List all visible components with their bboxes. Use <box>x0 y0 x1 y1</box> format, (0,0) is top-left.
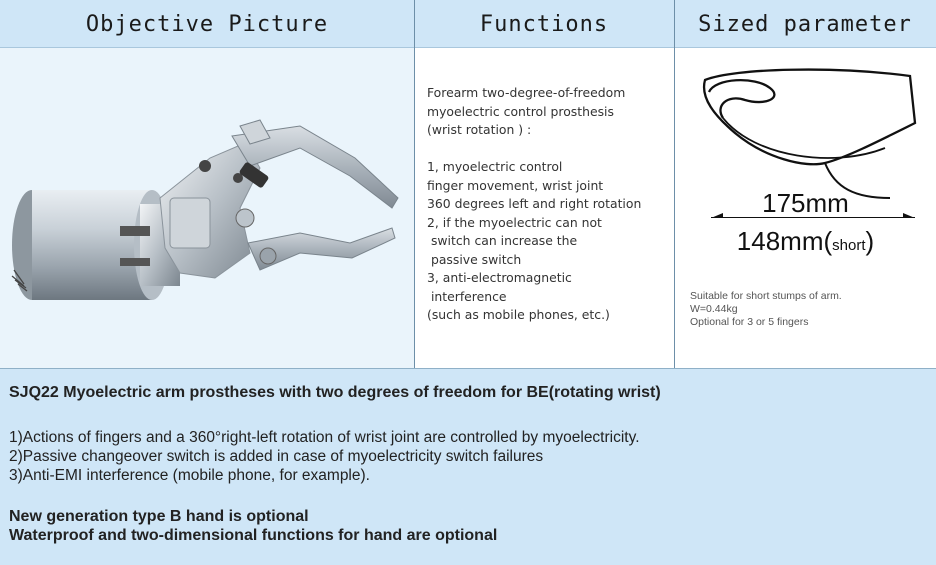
length-148-value: 148mm( <box>736 226 833 256</box>
feature-item: 1)Actions of fingers and a 360°right-lef… <box>9 429 640 446</box>
column-divider <box>414 0 415 368</box>
description-section: SJQ22 Myoelectric arm prostheses with tw… <box>0 368 936 565</box>
product-title: SJQ22 Myoelectric arm prostheses with tw… <box>9 384 661 401</box>
note-line: Optional for 3 or 5 fingers <box>690 316 809 328</box>
feature-item: 3)Anti-EMI interference (mobile phone, f… <box>9 467 370 484</box>
column-divider <box>674 0 675 368</box>
length-175: 175mm <box>762 188 849 218</box>
header-objective-picture: Objective Picture <box>85 11 329 37</box>
size-notes: Suitable for short stumps of arm. W=0.44… <box>690 290 842 329</box>
functions-text: Forearm two-degree-of-freedom myoelectri… <box>427 85 642 322</box>
close-paren: ) <box>865 226 875 256</box>
note-line: Suitable for short stumps of arm. <box>690 290 842 302</box>
stump-outline-diagram <box>702 68 917 218</box>
sized-parameter-cell: 175mm 148mm(short) Suitable for short st… <box>675 48 936 368</box>
prosthetic-hand-image <box>11 119 399 300</box>
short-label: short <box>832 237 866 254</box>
optional-features: New generation type B hand is optional W… <box>9 507 497 545</box>
feature-list: 1)Actions of fingers and a 360°right-lef… <box>9 428 640 485</box>
feature-item: 2)Passive changeover switch is added in … <box>9 448 544 465</box>
functions-cell: Forearm two-degree-of-freedom myoelectri… <box>415 48 674 368</box>
optional-line: Waterproof and two-dimensional functions… <box>9 527 498 544</box>
note-line: W=0.44kg <box>690 303 738 315</box>
length-148: 148mm(short) <box>675 226 936 257</box>
header-functions: Functions <box>479 11 609 37</box>
table-header: Objective Picture Functions Sized parame… <box>0 0 936 48</box>
optional-line: New generation type B hand is optional <box>9 508 309 525</box>
objective-picture-cell <box>0 48 414 368</box>
header-sized-parameter: Sized parameter <box>698 11 912 37</box>
